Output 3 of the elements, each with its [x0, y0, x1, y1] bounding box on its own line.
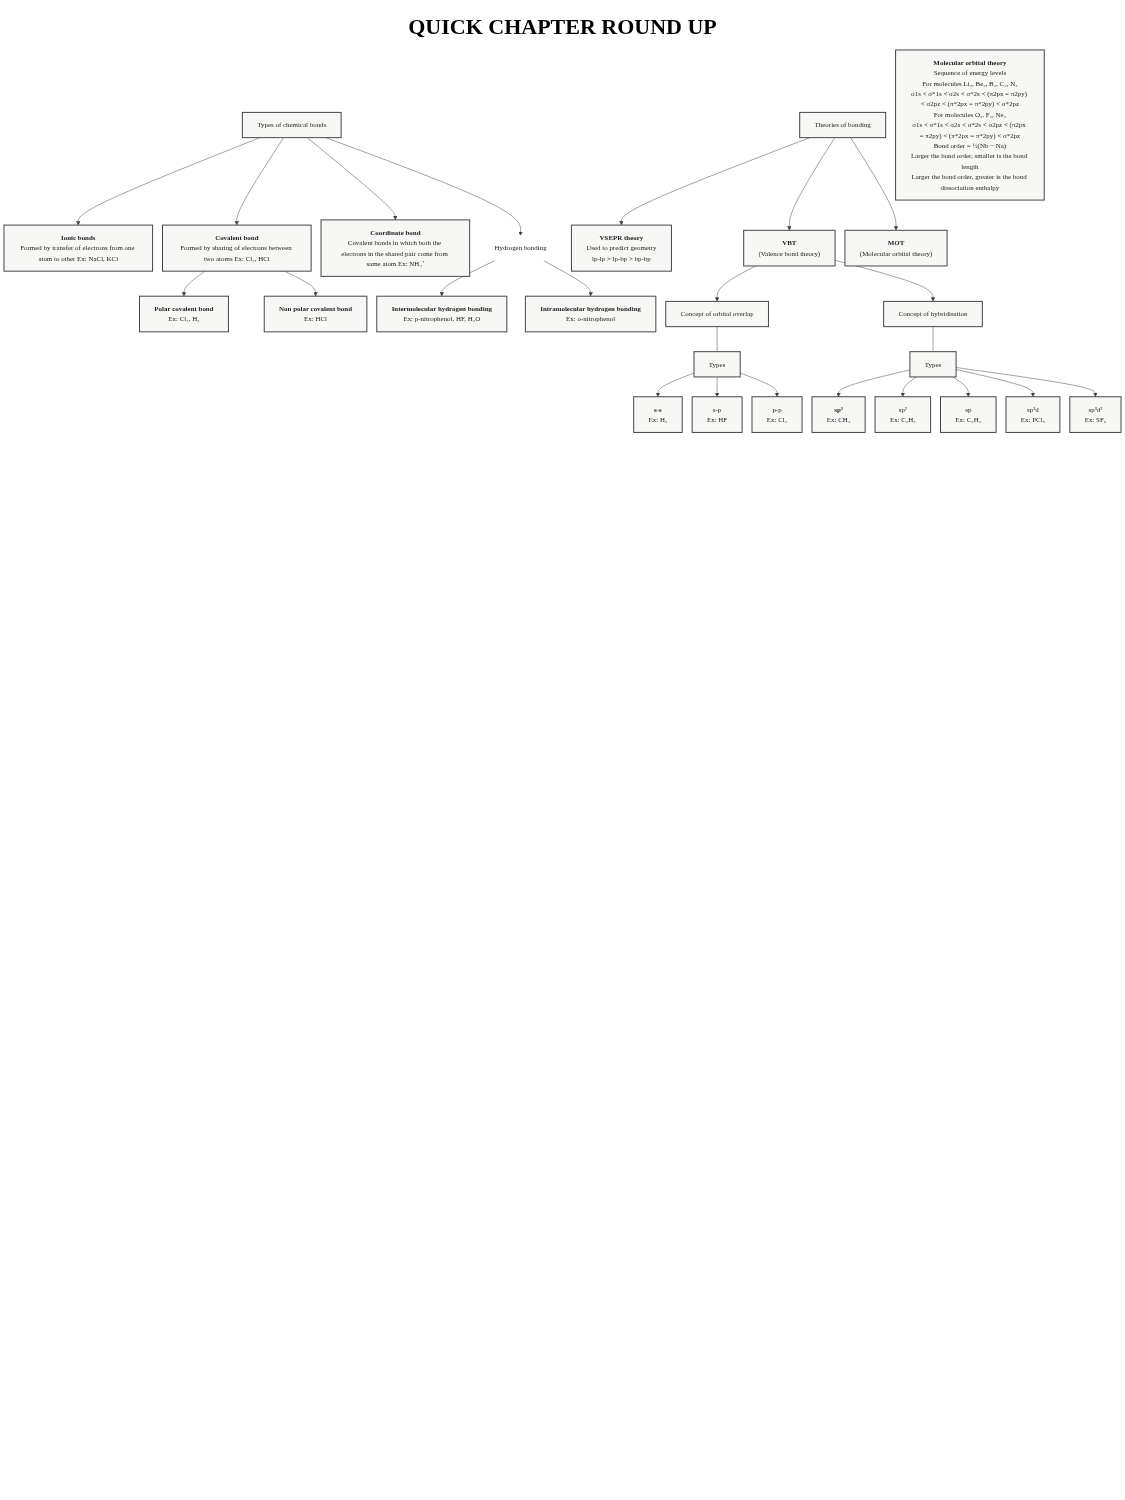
connector: [716, 326, 718, 352]
connector: [932, 326, 934, 352]
page-title: QUICK CHAPTER ROUND UP: [407, 14, 718, 40]
